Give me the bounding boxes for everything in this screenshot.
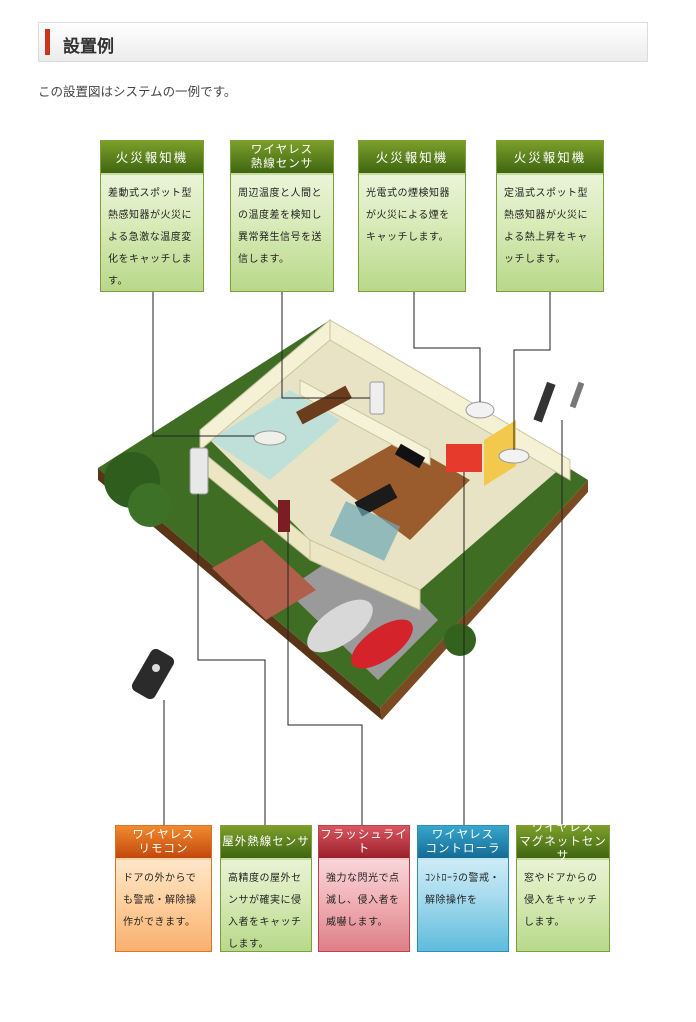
card-title: 火災報知機 (497, 141, 603, 175)
card-wireless-remote: ワイヤレス リモコン ドアの外からでも警戒・解除操作ができます。 (115, 825, 212, 952)
wall-front-right (309, 539, 421, 611)
outdoor-sensor-device (189, 447, 209, 495)
controller-device (446, 444, 482, 472)
connector-smoke-detector (413, 292, 481, 402)
card-fire-alarm-fixed: 火災報知機 定温式スポット型熱感知器が火災による熱上昇をキャッチします。 (496, 140, 604, 292)
page-title: 設置例 (63, 37, 114, 57)
card-text: 差動式スポット型熱感知器が火災による急激な温度変化をキャッチします。 (108, 188, 192, 287)
card-flash-light: フラッシュライト 強力な閃光で点滅し、侵入者を威嚇します。 (318, 825, 410, 952)
card-text: ｺﾝﾄﾛｰﾗの警戒・解除操作を (425, 873, 500, 906)
card-text: 周辺温度と人間との温度差を検知し異常発生信号を送信します。 (238, 188, 322, 265)
wireless-heat-sensor-device (369, 381, 385, 415)
card-title: 屋外熱線センサ (221, 826, 311, 860)
car-white (307, 599, 373, 653)
card-title: ワイヤレス マグネットセンサ (517, 820, 609, 862)
card-fire-alarm-smoke: 火災報知機 光電式の煙検知器が火災による煙をキャッチします。 (358, 140, 466, 292)
table (295, 385, 353, 425)
card-title: 火災報知機 (359, 141, 465, 175)
card-text: 高精度の屋外センサが確実に侵入者をキャッチします。 (228, 873, 302, 950)
heading-accent-bar (45, 29, 50, 55)
card-wireless-heat-sensor: ワイヤレス 熱線センサ 周辺温度と人間との温度差を検知し異常発生信号を送信します… (230, 140, 334, 292)
sofa (354, 483, 398, 517)
intro-text: この設置図はシステムの一例です。 (38, 84, 237, 99)
installation-diagram: 火災報知機 差動式スポット型熱感知器が火災による急激な温度変化をキャッチします。… (0, 120, 696, 980)
card-title: ワイヤレス 熱線センサ (231, 141, 333, 175)
connector-fixed-heat-detector (513, 292, 551, 450)
tv (394, 443, 426, 469)
card-wireless-controller: ワイヤレス コントローラ ｺﾝﾄﾛｰﾗの警戒・解除操作を (417, 825, 509, 952)
card-title: ワイヤレス リモコン (116, 826, 211, 860)
tree-2 (128, 483, 172, 527)
card-title: ワイヤレス コントローラ (418, 826, 508, 860)
connector-flashlight (287, 532, 363, 825)
card-magnet-sensor: ワイヤレス マグネットセンサ 窓やドアからの侵入をキャッチします。 (516, 820, 610, 952)
magnet-sensor-part (569, 381, 585, 409)
remote-device (131, 648, 175, 700)
heat-detector-device (253, 430, 287, 446)
card-title: フラッシュライト (319, 826, 409, 860)
walkway (212, 540, 316, 620)
connector-wireless-heat-sensor (281, 292, 370, 399)
card-title: 火災報知機 (101, 141, 203, 175)
window-glass (329, 501, 401, 561)
living-room-floor (330, 440, 470, 540)
flashlight-device (278, 500, 290, 532)
garden-bush (444, 624, 476, 656)
card-text: 窓やドアからの侵入をキャッチします。 (524, 873, 598, 928)
smoke-detector-device (465, 401, 495, 419)
card-outdoor-sensor: 屋外熱線センサ 高精度の屋外センサが確実に侵入者をキャッチします。 (220, 825, 312, 952)
card-text: ドアの外からでも警戒・解除操作ができます。 (123, 873, 197, 928)
house-illustration (98, 292, 588, 825)
card-fire-alarm-heat: 火災報知機 差動式スポット型熱感知器が火災による急激な温度変化をキャッチします。 (100, 140, 204, 292)
card-text: 定温式スポット型熱感知器が火災による熱上昇をキャッチします。 (504, 188, 588, 265)
remote-button (152, 664, 160, 672)
car-red (351, 619, 413, 669)
connector-outdoor-sensor (197, 494, 266, 825)
card-text: 光電式の煙検知器が火災による煙をキャッチします。 (366, 188, 450, 243)
ground-base-side-right (380, 480, 588, 720)
section-heading: 設置例 (38, 22, 648, 62)
magnet-sensor-device (533, 381, 556, 423)
connector-heat-detector (152, 292, 254, 437)
card-text: 強力な閃光で点滅し、侵入者を威嚇します。 (326, 873, 400, 928)
fixed-heat-detector-device (498, 448, 530, 464)
